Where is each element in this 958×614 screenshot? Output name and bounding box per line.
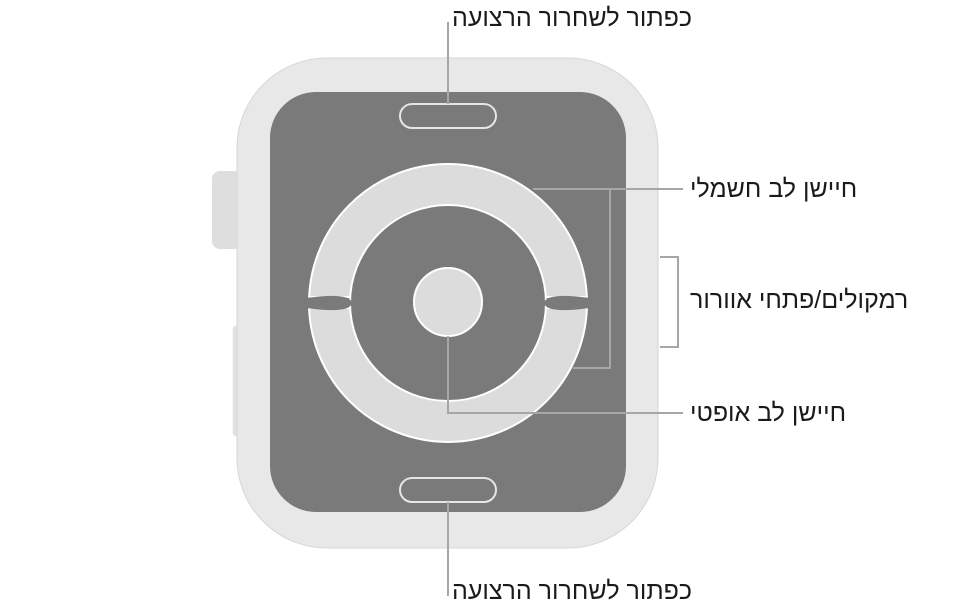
label-band-release-bottom: כפתור לשחרור הרצועה bbox=[452, 577, 693, 605]
speakers-bracket bbox=[660, 256, 679, 348]
leader-line-electrical-bracket bbox=[573, 189, 611, 369]
optical-sensor bbox=[413, 267, 483, 337]
electrode-notch-right bbox=[544, 295, 590, 311]
label-optical-heart-sensor: חיישן לב אופטי bbox=[690, 399, 847, 427]
electrode-notch-left bbox=[306, 295, 352, 311]
leader-line-optical bbox=[447, 336, 683, 414]
label-electrical-heart-sensor: חיישן לב חשמלי bbox=[690, 175, 858, 203]
label-speakers-vents: רמקולים/פתחי אוורור bbox=[690, 286, 909, 314]
label-band-release-top: כפתור לשחרור הרצועה bbox=[452, 4, 693, 32]
